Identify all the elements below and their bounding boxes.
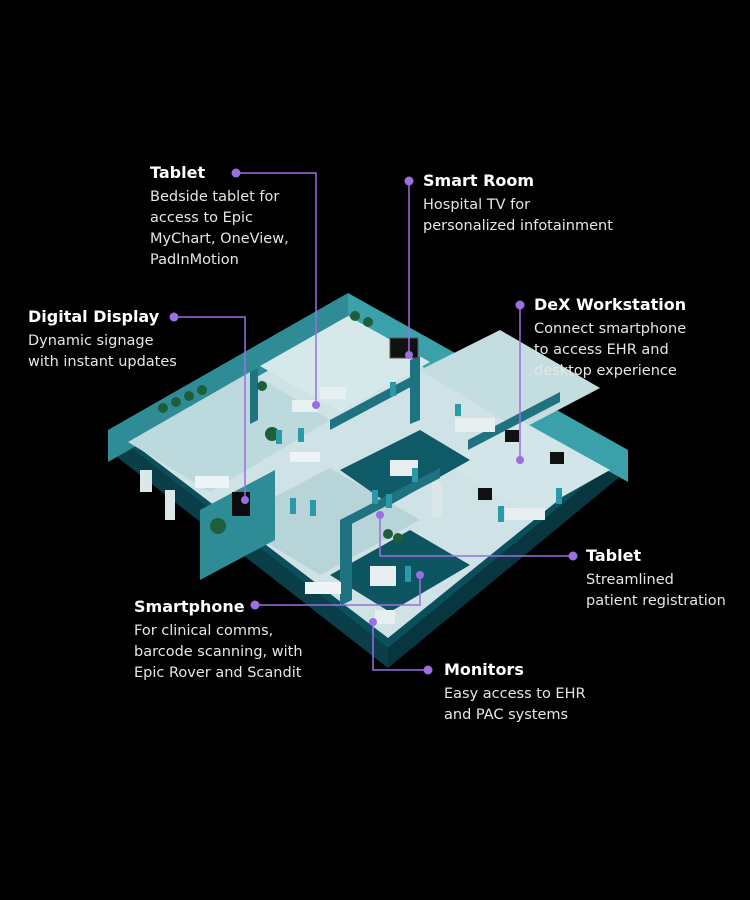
callout-dot bbox=[404, 176, 414, 186]
callout-description: For clinical comms, barcode scanning, wi… bbox=[134, 623, 303, 681]
callout-description: Connect smartphone to access EHR and des… bbox=[534, 321, 687, 379]
leader-lines bbox=[174, 172, 573, 671]
callout-title: Smartphone bbox=[134, 597, 245, 616]
callout-description: Dynamic signage with instant updates bbox=[28, 333, 177, 370]
callout-dot bbox=[515, 300, 525, 310]
partitions bbox=[200, 356, 560, 606]
callout-dot bbox=[369, 618, 377, 626]
callout-dot bbox=[169, 312, 179, 322]
callout-dots bbox=[169, 168, 578, 675]
callout-digital-display: Digital Display Dynamic signage with ins… bbox=[28, 307, 177, 373]
equipment bbox=[140, 337, 564, 624]
callout-dot bbox=[568, 551, 578, 561]
callout-dot bbox=[423, 665, 433, 675]
callout-tablet-right: Tablet Streamlined patient registration bbox=[586, 546, 726, 612]
callout-dot bbox=[312, 401, 320, 409]
callout-dot bbox=[250, 600, 260, 610]
callout-dot bbox=[376, 511, 384, 519]
callout-title: DeX Workstation bbox=[534, 295, 687, 314]
callout-dex-workstation: DeX Workstation Connect smartphone to ac… bbox=[534, 295, 686, 382]
callout-description: Streamlined patient registration bbox=[586, 572, 726, 609]
callout-tablet-top: Tablet Bedside tablet for access to Epic… bbox=[150, 163, 289, 271]
callout-smart-room: Smart Room Hospital TV for personalized … bbox=[423, 171, 613, 237]
callout-dot bbox=[516, 456, 524, 464]
leader-line-tablet-top bbox=[236, 172, 317, 405]
leader-line-tablet-right bbox=[379, 515, 573, 557]
callout-dot bbox=[241, 496, 249, 504]
people bbox=[276, 382, 562, 582]
plants bbox=[158, 311, 403, 543]
callout-dot bbox=[416, 571, 424, 579]
callout-title: Digital Display bbox=[28, 307, 160, 326]
callout-title: Monitors bbox=[444, 660, 524, 679]
leader-line-monitors bbox=[372, 622, 428, 671]
callout-description: Easy access to EHR and PAC systems bbox=[444, 686, 586, 723]
callout-monitors: Monitors Easy access to EHR and PAC syst… bbox=[444, 660, 586, 726]
callout-description: Bedside tablet for access to Epic MyChar… bbox=[150, 189, 289, 268]
callout-dot bbox=[231, 168, 241, 178]
callout-description: Hospital TV for personalized infotainmen… bbox=[423, 197, 613, 234]
leader-line-smartphone bbox=[255, 575, 421, 606]
callout-dot bbox=[405, 351, 413, 359]
callout-title: Tablet bbox=[586, 546, 642, 565]
callout-title: Smart Room bbox=[423, 171, 535, 190]
callout-title: Tablet bbox=[150, 163, 206, 182]
leader-line-digital-display bbox=[174, 316, 246, 500]
callout-smartphone: Smartphone For clinical comms, barcode s… bbox=[134, 597, 303, 684]
